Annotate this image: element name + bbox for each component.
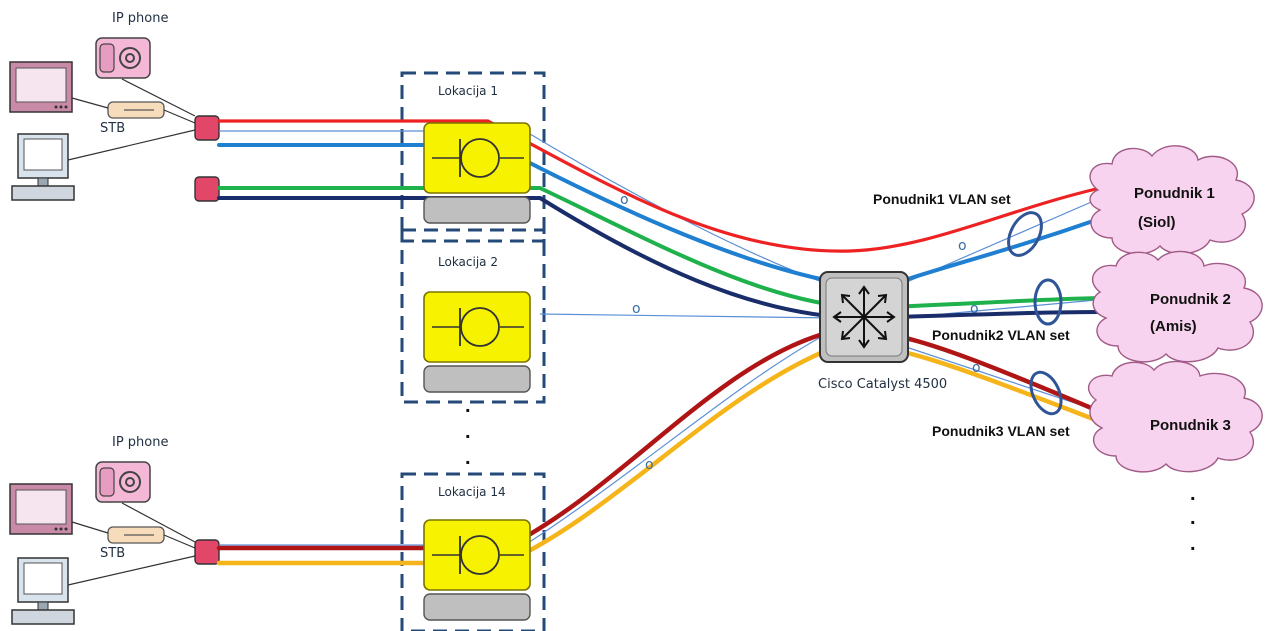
top-port-1 (194, 115, 220, 141)
trunk-marker-5: o (970, 301, 979, 317)
trunk-marker-4: o (958, 238, 967, 254)
provider-ellipsis-1: . (1190, 483, 1196, 505)
vlan-set-3-label: Ponudnik3 VLAN set (932, 423, 1070, 439)
bottom-port (194, 539, 220, 565)
vlan-set-1-label: Ponudnik1 VLAN set (873, 191, 1011, 207)
navy-line (217, 196, 1102, 321)
location-2-switch-icon (423, 291, 531, 393)
trunk-marker-1: o (620, 192, 629, 208)
provider-2-sub: (Amis) (1150, 318, 1197, 335)
locations: Lokacija 1 Lokacija 2 Lokacija 14 . . . (400, 71, 546, 631)
provider-clouds: Ponudnik 1 (Siol) Ponudnik 2 (Amis) Ponu… (1088, 145, 1263, 555)
core-switch-label: Cisco Catalyst 4500 (818, 377, 947, 392)
bottom-pc-icon (11, 557, 75, 625)
location-14-label: Lokacija 14 (438, 485, 506, 499)
location-14-box (400, 472, 546, 631)
vlan-set-2-label: Ponudnik2 VLAN set (932, 327, 1070, 343)
location-2-box (400, 228, 546, 404)
top-pc-icon (11, 133, 75, 201)
darkred-line (216, 328, 1099, 551)
trunk-markers: o o o o o o (620, 192, 981, 473)
core-switch-icon (819, 271, 909, 363)
bottom-ip-phone-label: IP phone (112, 435, 169, 450)
provider-3-name: Ponudnik 3 (1150, 417, 1231, 434)
location-ellipsis-2: . (465, 421, 471, 443)
top-stb-icon (107, 101, 165, 119)
bottom-stb-icon (107, 526, 165, 544)
top-stb-label: STB (100, 121, 125, 136)
trunk-marker-3: o (645, 457, 654, 473)
provider-1-cloud (1089, 145, 1255, 255)
vlan-ring-3 (1029, 370, 1063, 416)
vlan-rings (1007, 211, 1063, 416)
provider-2-cloud (1092, 250, 1263, 363)
provider-ellipsis-3: . (1190, 533, 1196, 555)
provider-2-name: Ponudnik 2 (1150, 291, 1231, 308)
location-1-box (400, 71, 546, 243)
bottom-stb-label: STB (100, 546, 125, 561)
provider-3-cloud (1088, 360, 1263, 473)
location-2-label: Lokacija 2 (438, 255, 498, 269)
location-14-switch-icon (423, 519, 531, 621)
provider-1-sub: (Siol) (1138, 214, 1176, 231)
top-tv-icon (9, 61, 73, 113)
vlan-ring-2 (1033, 278, 1063, 326)
bottom-tv-icon (9, 483, 73, 535)
location-1-switch-icon (423, 122, 531, 224)
trunk-marker-6: o (972, 360, 981, 376)
provider-1-name: Ponudnik 1 (1134, 185, 1215, 202)
bottom-endpoints: IP phone STB (9, 435, 220, 625)
vlan-ring-1 (1007, 211, 1043, 257)
top-ip-phone-label: IP phone (112, 11, 169, 26)
red-line (217, 119, 1098, 253)
provider-ellipsis-2: . (1190, 507, 1196, 529)
top-endpoints: IP phone STB (9, 11, 220, 202)
bottom-ip-phone-icon (95, 461, 151, 503)
top-port-2 (194, 176, 220, 202)
yellow-line (216, 342, 1099, 566)
location-ellipsis-1: . (465, 395, 471, 417)
trunk-marker-2: o (632, 301, 641, 317)
location-ellipsis-3: . (465, 447, 471, 469)
location-1-label: Lokacija 1 (438, 84, 498, 98)
top-ip-phone-icon (95, 37, 151, 79)
